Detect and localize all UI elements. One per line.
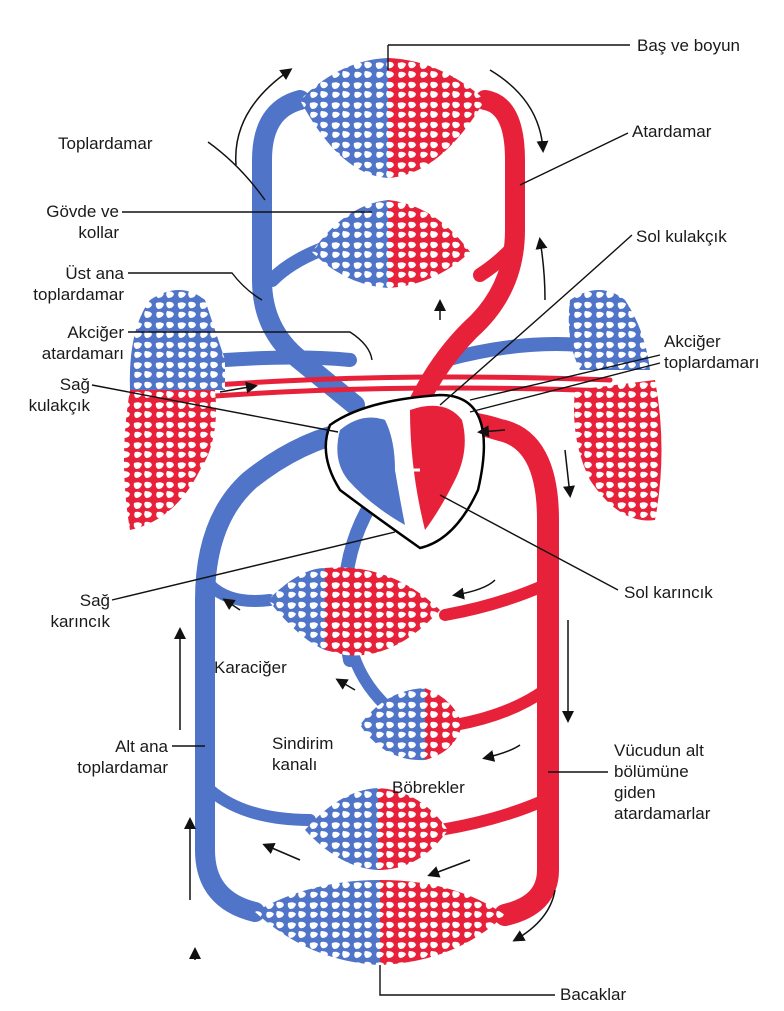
label-left-ventricle: Sol karıncık bbox=[624, 582, 713, 603]
label-lower-body-arteries: Vücudun alt bölümüne giden atardamarlar bbox=[614, 740, 710, 824]
label-pulmonary-vein: Akciğer toplardamarı bbox=[664, 331, 759, 373]
label-head-neck: Baş ve boyun bbox=[637, 35, 740, 56]
heart bbox=[326, 395, 484, 548]
label-vein: Toplardamar bbox=[58, 133, 153, 154]
label-right-atrium: Sağ kulakçık bbox=[8, 374, 90, 416]
label-left-atrium: Sol kulakçık bbox=[636, 226, 727, 247]
label-right-ventricle: Sağ karıncık bbox=[20, 590, 110, 632]
label-superior-vena-cava: Üst ana toplardamar bbox=[8, 263, 124, 305]
label-digestive-canal: Sindirim kanalı bbox=[272, 733, 333, 775]
label-trunk-arms: Gövde ve kollar bbox=[25, 201, 119, 243]
label-liver: Karaciğer bbox=[214, 657, 287, 678]
label-artery: Atardamar bbox=[632, 121, 711, 142]
label-kidneys: Böbrekler bbox=[392, 777, 465, 798]
label-inferior-vena-cava: Alt ana toplardamar bbox=[20, 736, 168, 778]
label-legs: Bacaklar bbox=[560, 984, 626, 1005]
label-pulmonary-artery: Akciğer atardamarı bbox=[8, 322, 124, 364]
